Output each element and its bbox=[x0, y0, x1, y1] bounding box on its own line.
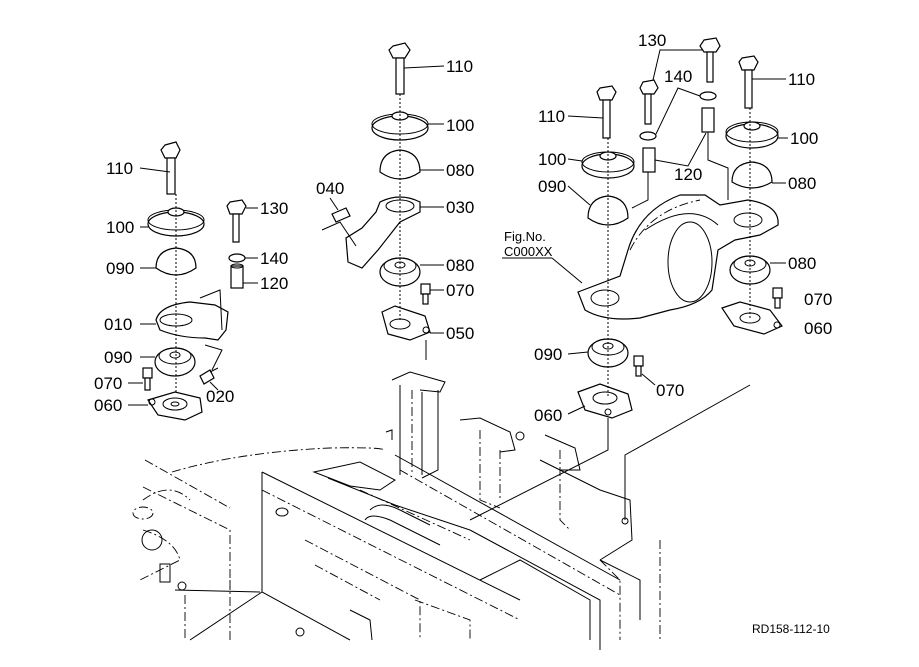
label-center-110[interactable]: 110 bbox=[446, 57, 473, 76]
label-right-140[interactable]: 140 bbox=[664, 67, 692, 86]
label-right-080-right[interactable]: 080 bbox=[788, 174, 816, 193]
label-right-060-lower[interactable]: 060 bbox=[534, 406, 562, 425]
label-center-070[interactable]: 070 bbox=[446, 281, 474, 300]
figure-ref-line2: C000XX bbox=[504, 244, 553, 259]
label-right-090-lower[interactable]: 090 bbox=[534, 345, 562, 364]
label-right-120[interactable]: 120 bbox=[674, 165, 702, 184]
label-center-050[interactable]: 050 bbox=[446, 324, 474, 343]
drawing-reference-code: RD158-112-10 bbox=[752, 622, 830, 636]
label-left-090[interactable]: 090 bbox=[106, 259, 134, 278]
label-left-070[interactable]: 070 bbox=[94, 374, 122, 393]
label-left-110[interactable]: 110 bbox=[106, 159, 133, 178]
label-left-010[interactable]: 010 bbox=[104, 315, 132, 334]
label-right-060[interactable]: 060 bbox=[804, 319, 832, 338]
label-left-120[interactable]: 120 bbox=[260, 274, 288, 293]
label-left-090-lower[interactable]: 090 bbox=[104, 348, 132, 367]
label-right-110-right[interactable]: 110 bbox=[788, 70, 815, 89]
part-labels: 110 100 090 010 090 070 060 020 130 140 … bbox=[94, 31, 832, 636]
label-center-040[interactable]: 040 bbox=[316, 179, 344, 198]
label-right-080-lower[interactable]: 080 bbox=[788, 254, 816, 273]
label-right-100-right[interactable]: 100 bbox=[790, 129, 818, 148]
label-left-020[interactable]: 020 bbox=[206, 387, 234, 406]
figure-ref-line1: Fig.No. bbox=[504, 229, 546, 244]
label-right-100-left[interactable]: 100 bbox=[538, 150, 566, 169]
label-center-100[interactable]: 100 bbox=[446, 116, 474, 135]
label-left-060[interactable]: 060 bbox=[94, 396, 122, 415]
label-right-070[interactable]: 070 bbox=[804, 290, 832, 309]
label-center-030[interactable]: 030 bbox=[446, 198, 474, 217]
bolt-110-head bbox=[160, 141, 181, 159]
label-right-130[interactable]: 130 bbox=[638, 31, 666, 50]
label-right-090-left[interactable]: 090 bbox=[538, 177, 566, 196]
label-center-080[interactable]: 080 bbox=[446, 161, 474, 180]
left-mount-assembly bbox=[128, 141, 258, 421]
label-left-100[interactable]: 100 bbox=[106, 218, 134, 237]
right-mount-assembly bbox=[502, 37, 788, 419]
center-mount-assembly bbox=[321, 42, 445, 360]
label-right-070-lower[interactable]: 070 bbox=[656, 381, 684, 400]
label-center-080-lower[interactable]: 080 bbox=[446, 256, 474, 275]
label-left-140[interactable]: 140 bbox=[260, 249, 288, 268]
chassis-frame bbox=[132, 371, 751, 650]
label-right-110-left[interactable]: 110 bbox=[538, 107, 565, 126]
label-left-130[interactable]: 130 bbox=[260, 199, 288, 218]
